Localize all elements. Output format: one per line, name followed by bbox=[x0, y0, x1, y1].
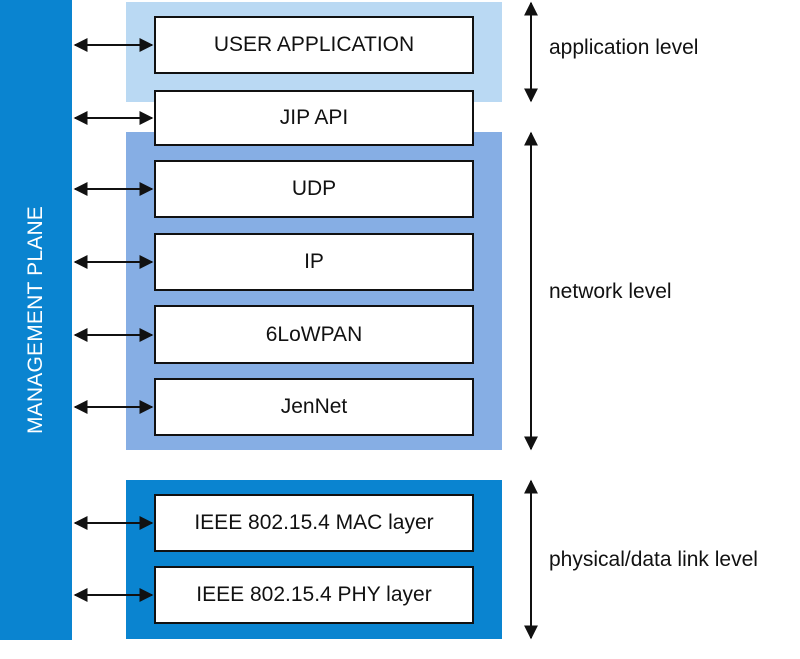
layer-ieee-phy: IEEE 802.15.4 PHY layer bbox=[154, 566, 474, 624]
layer-jip-api: JIP API bbox=[154, 90, 474, 146]
layer-ip: IP bbox=[154, 233, 474, 291]
layer-udp: UDP bbox=[154, 160, 474, 218]
network-level-label: network level bbox=[549, 280, 672, 303]
application-level-label: application level bbox=[549, 36, 699, 59]
layer-jennet: JenNet bbox=[154, 378, 474, 436]
layer-ieee-mac: IEEE 802.15.4 MAC layer bbox=[154, 494, 474, 552]
layer-user-application: USER APPLICATION bbox=[154, 16, 474, 74]
layer-6lowpan: 6LoWPAN bbox=[154, 305, 474, 364]
physical-level-label: physical/data link level bbox=[549, 548, 758, 571]
management-plane-bar: MANAGEMENT PLANE bbox=[0, 0, 72, 640]
